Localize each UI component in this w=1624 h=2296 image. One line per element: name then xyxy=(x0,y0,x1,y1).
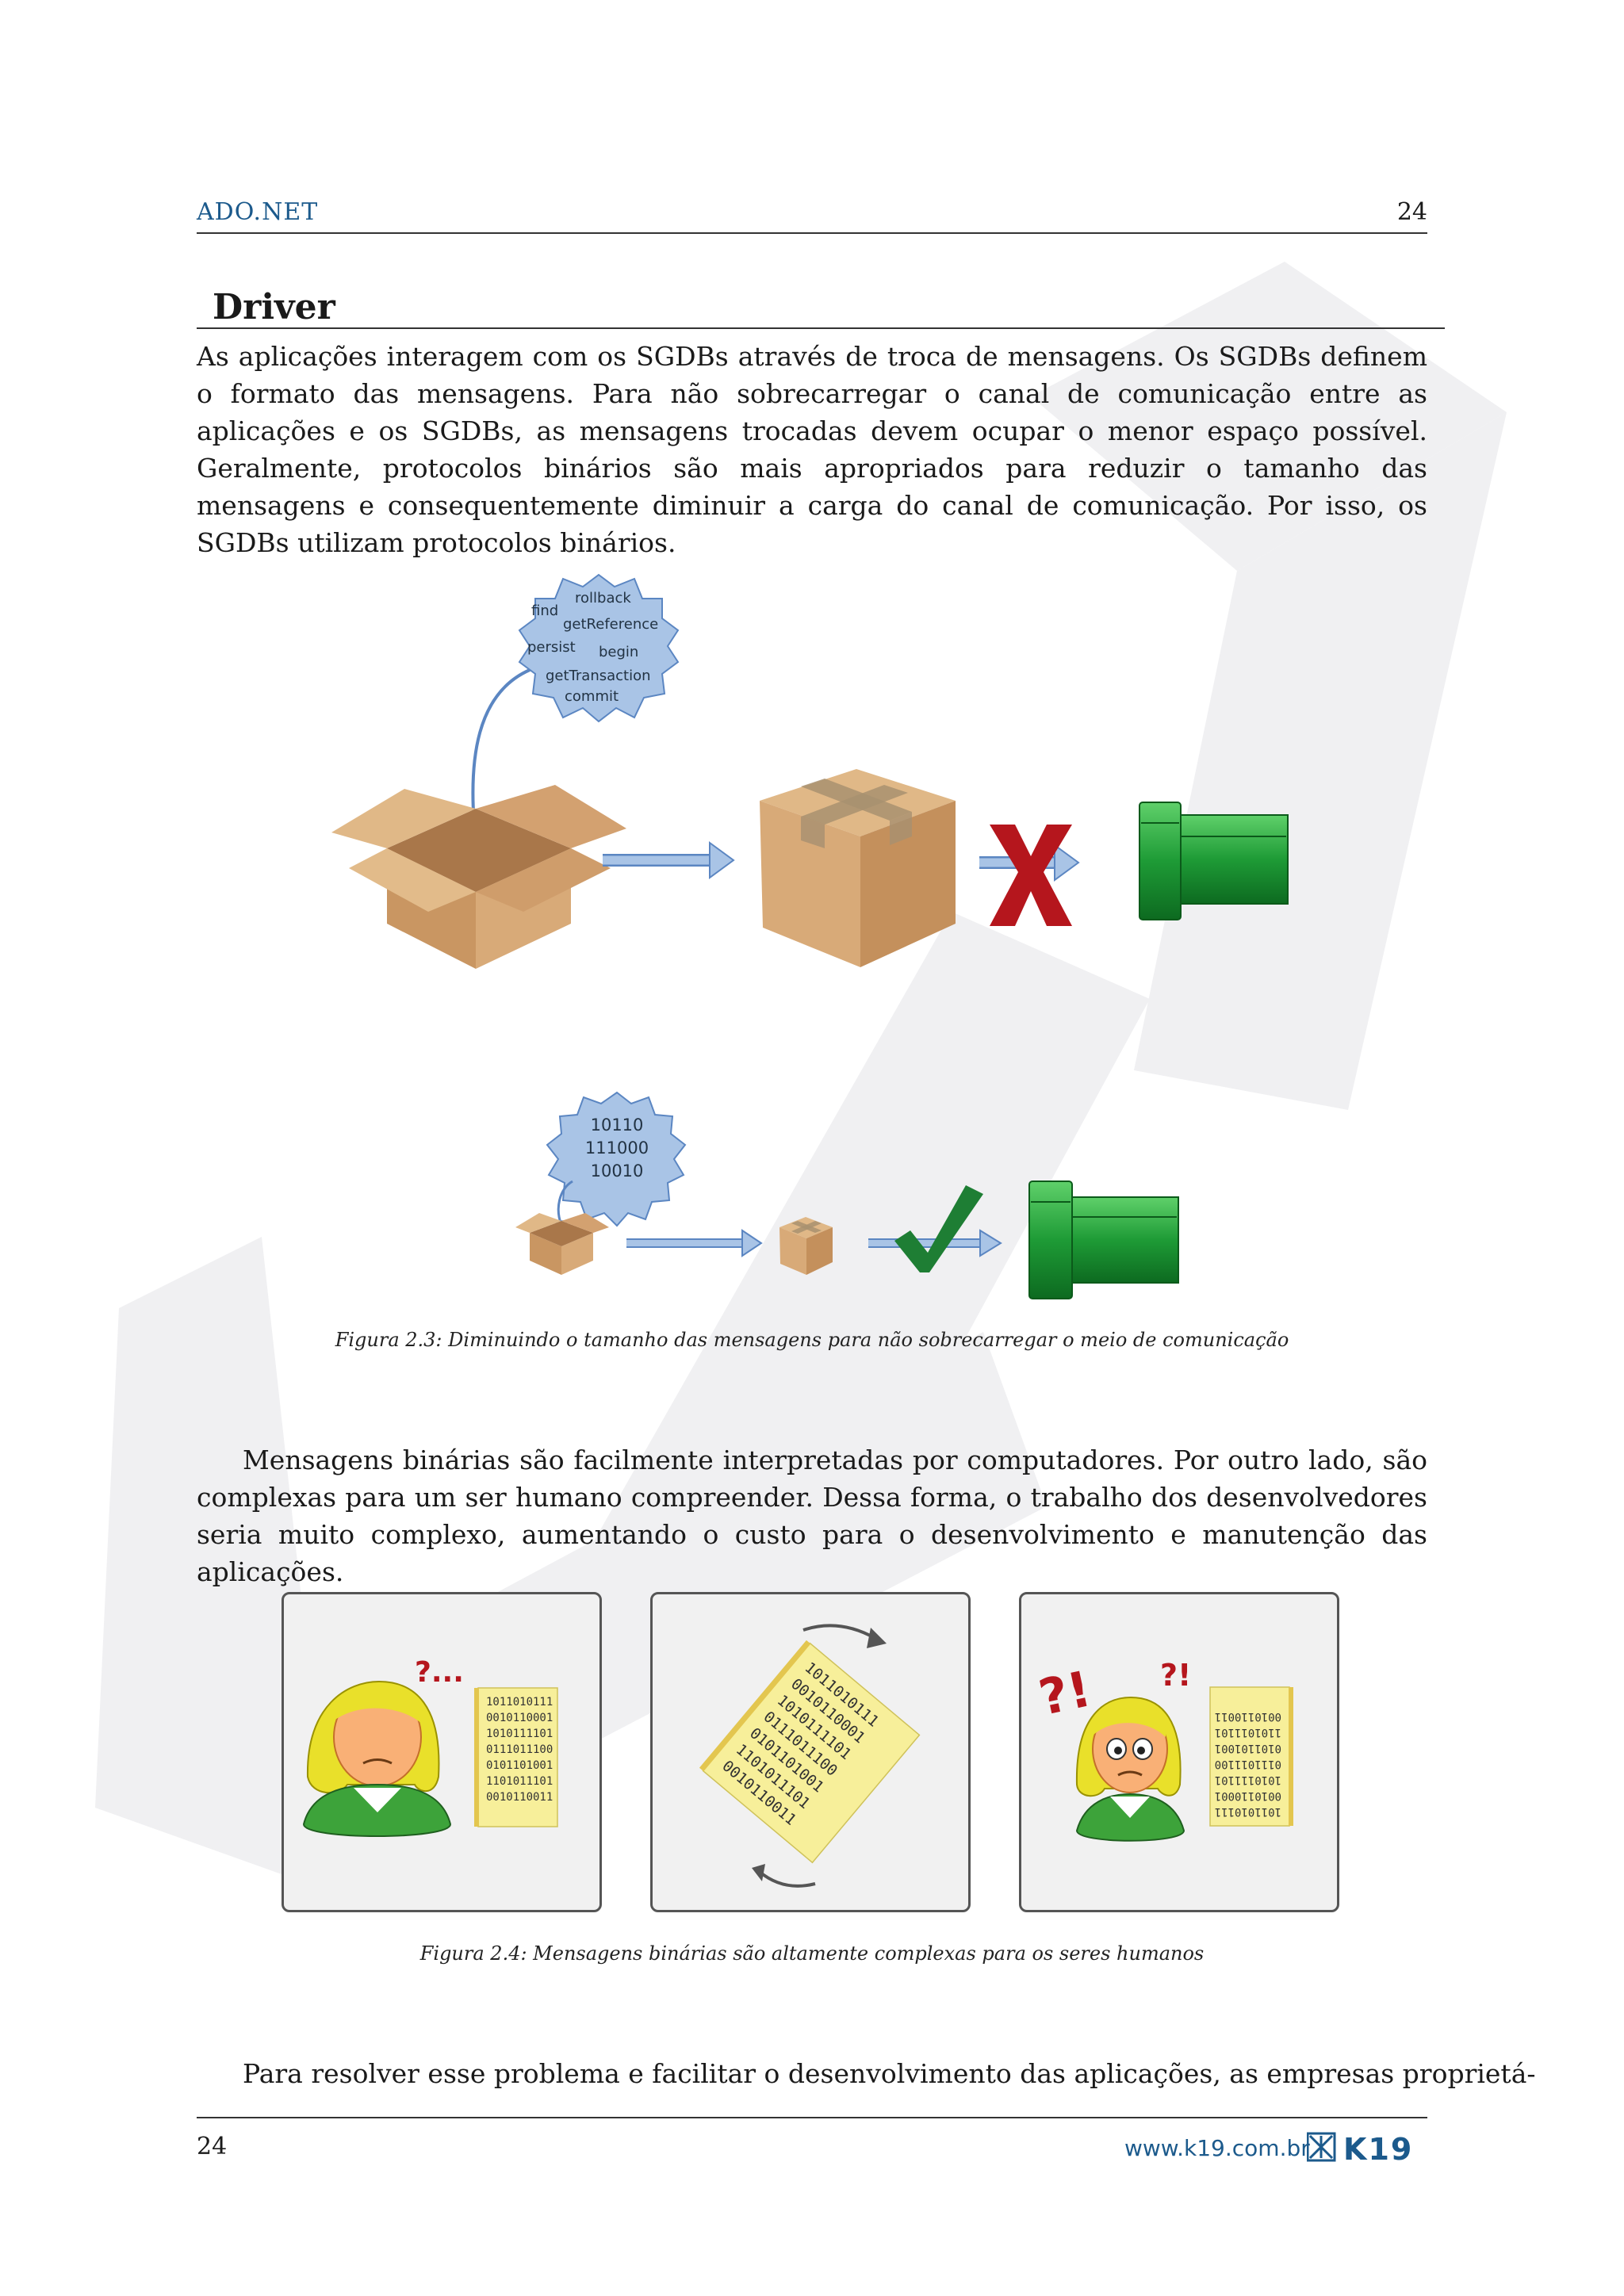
binary-line-4: 0111011100 xyxy=(486,1743,553,1756)
header-rule xyxy=(197,232,1427,234)
k19-logo-mark xyxy=(1306,2132,1336,2162)
paragraph-binary-messages: Mensagens binárias são facilmente interp… xyxy=(197,1445,1427,1587)
binary-bubble-line-1: 10110 xyxy=(591,1115,644,1135)
bubble-word-commit: commit xyxy=(565,688,619,705)
binary-line-1: 1011010111 xyxy=(486,1696,553,1709)
chapter-title: ADO.NET xyxy=(197,198,319,226)
binary-line-5: 0101101001 xyxy=(486,1759,553,1772)
flipped-binary-line-3: 1010111101 xyxy=(1215,1774,1281,1786)
binary-bubble-line-3: 10010 xyxy=(591,1161,644,1181)
question-mark-small: ?... xyxy=(415,1656,464,1689)
bubble-word-begin: begin xyxy=(599,644,638,660)
footer-rule xyxy=(197,2117,1427,2118)
flipped-binary-line-6: 1101011101 xyxy=(1215,1726,1281,1739)
exclaim-small: ?! xyxy=(1160,1658,1191,1693)
binary-line-3: 1010111101 xyxy=(486,1728,553,1740)
open-box-large xyxy=(331,785,626,969)
red-x-mark xyxy=(990,825,1072,926)
panel-confused-person: ?... 1011010111 0010110001 1010111101 01… xyxy=(282,1592,602,1912)
bubble-word-find: find xyxy=(531,603,558,619)
rotating-binary-illustration: 1011010111 0010110001 1010111101 0111011… xyxy=(699,1624,921,1888)
flipped-binary-line-5: 0101101001 xyxy=(1215,1742,1281,1755)
frustrated-person-illustration: ?! ?! 1011010111 0010110001 1010111101 0… xyxy=(1034,1658,1293,1842)
closed-box-large xyxy=(760,769,956,967)
binary-line-6: 1101011101 xyxy=(486,1775,553,1788)
exclaim-large: ?! xyxy=(1034,1659,1096,1727)
confused-person-illustration: ?... 1011010111 0010110001 1010111101 01… xyxy=(302,1656,558,1837)
flipped-binary-line-2: 0010110001 xyxy=(1215,1789,1281,1802)
panel-rotating-binary: 1011010111 0010110001 1010111101 0111011… xyxy=(650,1592,971,1912)
closed-box-small xyxy=(779,1217,833,1275)
flipped-binary-line-4: 0111011100 xyxy=(1215,1758,1281,1770)
bubble-word-rollback: rollback xyxy=(575,590,631,607)
figure-2-3-diagram: rollback find getReference persist begin… xyxy=(331,573,1289,969)
section-title: Driver xyxy=(213,287,335,327)
section-rule xyxy=(197,327,1445,329)
bubble-word-persist: persist xyxy=(527,639,576,656)
open-box-small xyxy=(515,1213,609,1275)
footer-page-number: 24 xyxy=(197,2133,228,2160)
binary-line-2: 0010110001 xyxy=(486,1712,553,1724)
binary-line-7: 0010110011 xyxy=(486,1791,553,1804)
figure-2-3-binary-diagram: 10110 111000 10010 xyxy=(515,1091,1179,1299)
paragraph-solution: Para resolver esse problema e facilitar … xyxy=(243,2058,1536,2089)
green-check-mark xyxy=(894,1185,983,1272)
green-pipe-large xyxy=(1139,802,1289,920)
panel-frustrated-person: ?! ?! 1011010111 0010110001 1010111101 0… xyxy=(1019,1592,1339,1912)
bubble-word-gettransaction: getTransaction xyxy=(546,668,651,684)
header-page-number: 24 xyxy=(1396,198,1427,226)
binary-bubble-line-2: 111000 xyxy=(585,1138,649,1158)
figure-2-4-caption: Figura 2.4: Mensagens binárias são altam… xyxy=(419,1942,1205,1965)
methods-bubble: rollback find getReference persist begin… xyxy=(518,573,680,723)
paragraph-intro: As aplicações interagem com os SGDBs atr… xyxy=(197,341,1427,558)
k19-logo-text: K19 xyxy=(1343,2132,1413,2164)
flipped-binary-line-1: 1011010111 xyxy=(1215,1805,1281,1818)
flipped-binary-line-7: 0010110011 xyxy=(1215,1710,1281,1723)
k19-logo: K19 xyxy=(1306,2131,1427,2168)
binary-bubble: 10110 111000 10010 xyxy=(546,1091,687,1227)
figure-2-3-caption: Figura 2.3: Diminuindo o tamanho das men… xyxy=(335,1329,1289,1351)
green-pipe-small xyxy=(1028,1181,1179,1299)
website-link[interactable]: www.k19.com.br xyxy=(1124,2135,1310,2161)
bubble-word-getreference: getReference xyxy=(563,616,658,633)
